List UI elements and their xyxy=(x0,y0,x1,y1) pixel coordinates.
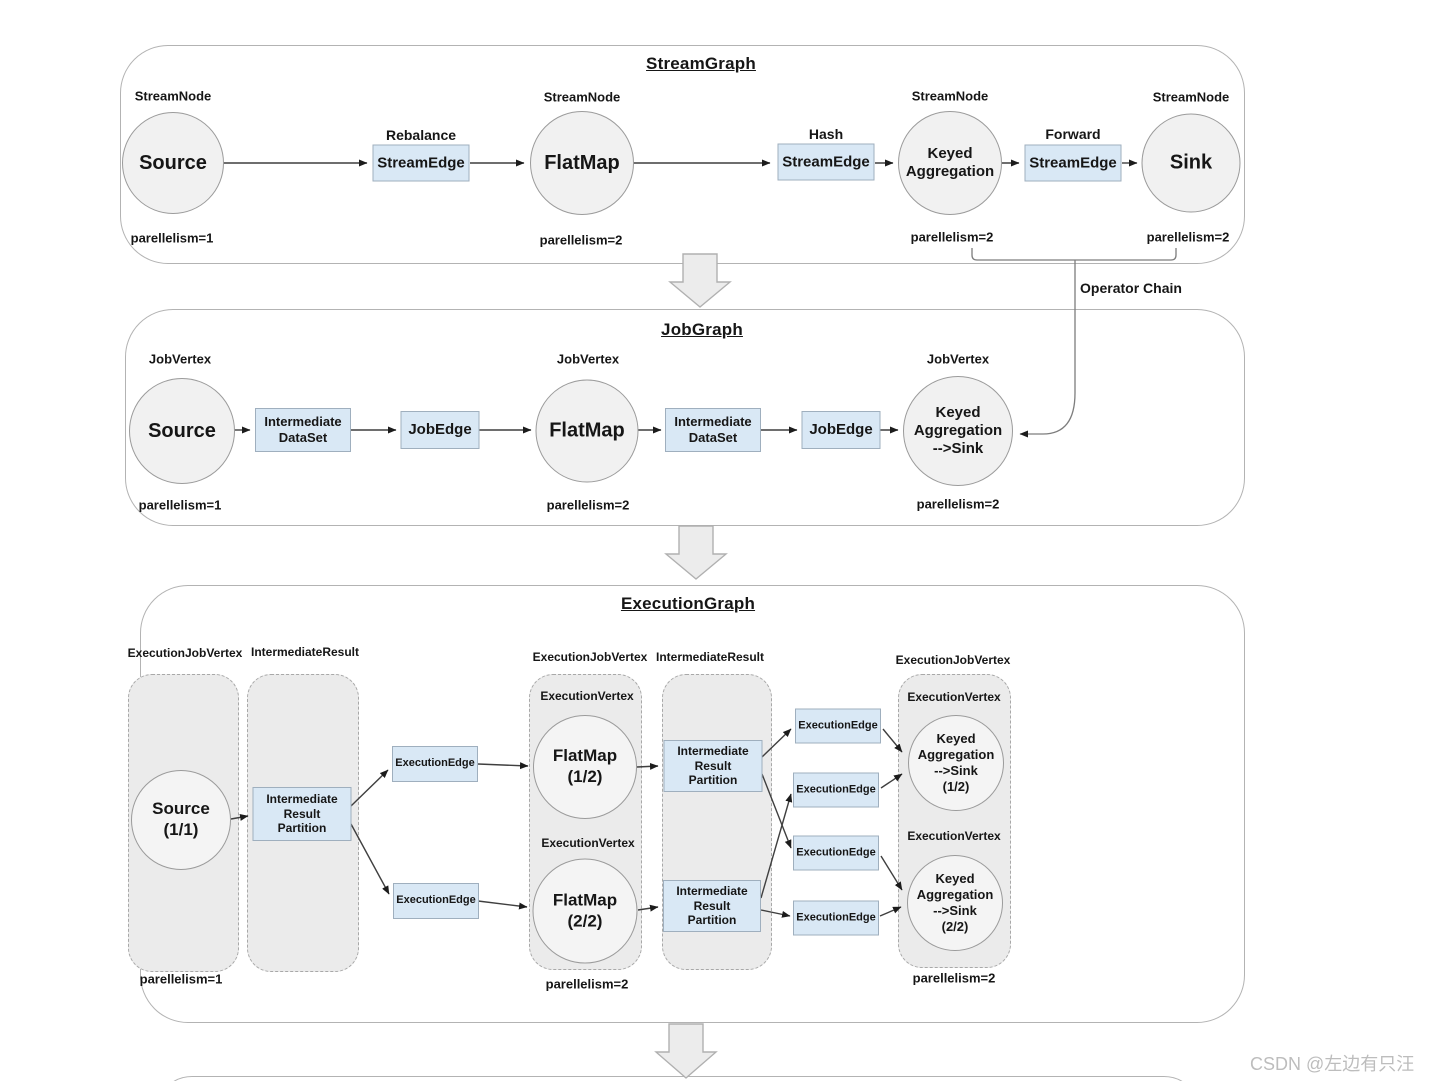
partition-strategy-label: Rebalance xyxy=(385,127,457,143)
stream-edge-label: StreamEdge xyxy=(782,153,870,170)
executiongraph-connectors xyxy=(230,728,903,918)
execution-edge-label: ExecutionEdge xyxy=(395,757,475,770)
stream-node-source: Source xyxy=(122,112,224,214)
operator-chain-label: Operator Chain xyxy=(1080,280,1182,296)
job-vertex-flatmap-label: FlatMap xyxy=(549,419,625,442)
execution-vertex-flatmap-2-label: FlatMap (2/2) xyxy=(552,890,618,930)
execution-job-vertex-label: ExecutionJobVertex xyxy=(127,646,243,660)
down-arrow-2 xyxy=(664,525,728,580)
operator-chain-curve xyxy=(1019,260,1076,438)
stream-node-flatmap: FlatMap xyxy=(530,111,634,215)
stream-node-keyed-aggregation-label: Keyed Aggregation xyxy=(905,144,995,180)
block-arrows xyxy=(654,253,732,1079)
intermediate-result-partition-label: Intermediate Result Partition xyxy=(266,792,338,836)
parallelism-label: parellelism=2 xyxy=(1146,229,1230,245)
intermediate-result-partition-label: Intermediate Result Partition xyxy=(677,744,749,788)
execution-edge-label: ExecutionEdge xyxy=(798,719,878,732)
stream-edge-box: StreamEdge xyxy=(1024,144,1122,182)
job-vertex-keyed-aggregation-sink-label: Keyed Aggregation -->Sink xyxy=(913,403,1003,458)
operator-chain-bracket xyxy=(971,248,1177,261)
execution-edge-box: ExecutionEdge xyxy=(393,883,479,919)
parallelism-label: parellelism=2 xyxy=(546,497,630,513)
job-vertex-type-label: JobVertex xyxy=(926,351,990,367)
stream-node-sink: Sink xyxy=(1141,113,1241,213)
execution-edge-box: ExecutionEdge xyxy=(795,708,881,744)
job-vertex-keyed-aggregation-sink: Keyed Aggregation -->Sink xyxy=(903,376,1013,486)
execution-vertex-ka-sink-2-label: Keyed Aggregation -->Sink (2/2) xyxy=(916,871,994,934)
execution-vertex-label: ExecutionVertex xyxy=(907,829,1001,843)
job-vertex-type-label: JobVertex xyxy=(556,351,620,367)
intermediate-dataset-label: Intermediate DataSet xyxy=(674,414,752,445)
execution-edge-label: ExecutionEdge xyxy=(396,894,476,907)
execution-vertex-ka-sink-1-label: Keyed Aggregation -->Sink (1/2) xyxy=(917,731,995,794)
executiongraph-title: ExecutionGraph xyxy=(620,594,756,613)
execution-vertex-label: ExecutionVertex xyxy=(540,689,634,703)
execution-vertex-source-label: Source (1/1) xyxy=(152,799,210,839)
stream-edge-label: StreamEdge xyxy=(377,154,465,171)
execution-vertex-ka-sink-2: Keyed Aggregation -->Sink (2/2) xyxy=(907,855,1003,951)
execution-job-vertex-label: ExecutionJobVertex xyxy=(895,653,1011,667)
intermediate-dataset-box: Intermediate DataSet xyxy=(255,408,351,452)
stream-node-type-label: StreamNode xyxy=(543,89,621,105)
job-vertex-source-label: Source xyxy=(148,419,216,442)
parallelism-label: parellelism=1 xyxy=(139,971,223,987)
job-edge-label: JobEdge xyxy=(809,421,873,438)
intermediate-result-partition-label: Intermediate Result Partition xyxy=(676,884,748,928)
job-vertex-source: Source xyxy=(129,378,235,484)
operator-chain-wire xyxy=(971,248,1177,438)
job-vertex-type-label: JobVertex xyxy=(148,351,212,367)
execution-vertex-ka-sink-1: Keyed Aggregation -->Sink (1/2) xyxy=(908,715,1004,811)
parallelism-label: parellelism=1 xyxy=(138,497,222,513)
execution-edge-label: ExecutionEdge xyxy=(796,783,876,796)
intermediate-dataset-label: Intermediate DataSet xyxy=(264,414,342,445)
intermediate-dataset-box: Intermediate DataSet xyxy=(665,408,761,452)
parallelism-label: parellelism=2 xyxy=(539,232,623,248)
down-arrow-1 xyxy=(668,253,732,308)
streamgraph-title: StreamGraph xyxy=(646,54,756,73)
execution-edge-box: ExecutionEdge xyxy=(392,746,478,782)
parallelism-label: parellelism=2 xyxy=(545,976,629,992)
stream-edge-box: StreamEdge xyxy=(372,144,470,182)
job-edge-label: JobEdge xyxy=(408,421,472,438)
parallelism-label: parellelism=2 xyxy=(916,496,1000,512)
execution-vertex-flatmap-1: FlatMap (1/2) xyxy=(533,715,637,819)
execution-edge-box: ExecutionEdge xyxy=(793,900,879,936)
parallelism-label: parellelism=2 xyxy=(910,229,994,245)
execution-vertex-flatmap-2: FlatMap (2/2) xyxy=(532,858,638,964)
jobgraph-title: JobGraph xyxy=(661,320,743,339)
job-vertex-flatmap: FlatMap xyxy=(535,379,639,483)
stream-node-keyed-aggregation: Keyed Aggregation xyxy=(898,111,1002,215)
execution-edge-label: ExecutionEdge xyxy=(796,911,876,924)
execution-edge-box: ExecutionEdge xyxy=(793,835,879,871)
stream-node-sink-label: Sink xyxy=(1169,151,1213,174)
intermediate-result-partition-box: Intermediate Result Partition xyxy=(252,787,352,841)
csdn-watermark: CSDN @左边有只汪 xyxy=(1250,1054,1415,1074)
stream-node-source-label: Source xyxy=(139,151,207,174)
execution-edge-box: ExecutionEdge xyxy=(793,772,879,808)
execution-edge-label: ExecutionEdge xyxy=(796,846,876,859)
intermediate-result-label: IntermediateResult xyxy=(655,650,765,664)
stream-edge-box: StreamEdge xyxy=(777,143,875,181)
intermediate-result-partition-box: Intermediate Result Partition xyxy=(663,880,761,932)
partition-strategy-label: Forward xyxy=(1045,126,1101,142)
job-edge-box: JobEdge xyxy=(400,411,480,449)
stream-node-type-label: StreamNode xyxy=(134,88,212,104)
stream-node-flatmap-label: FlatMap xyxy=(544,151,620,174)
stream-node-type-label: StreamNode xyxy=(1152,89,1230,105)
parallelism-label: parellelism=1 xyxy=(130,230,214,246)
job-edge-box: JobEdge xyxy=(801,411,881,449)
intermediate-result-label: IntermediateResult xyxy=(250,645,360,659)
execution-vertex-flatmap-1-label: FlatMap (1/2) xyxy=(552,746,618,786)
execution-job-vertex-label: ExecutionJobVertex xyxy=(532,650,648,664)
partition-strategy-label: Hash xyxy=(808,126,844,142)
execution-vertex-source: Source (1/1) xyxy=(131,770,231,870)
stream-edge-label: StreamEdge xyxy=(1029,154,1117,171)
down-arrow-3 xyxy=(654,1023,718,1079)
parallelism-label: parellelism=2 xyxy=(912,970,996,986)
execution-vertex-label: ExecutionVertex xyxy=(541,836,635,850)
intermediate-result-partition-box: Intermediate Result Partition xyxy=(663,740,763,792)
execution-vertex-label: ExecutionVertex xyxy=(907,690,1001,704)
stream-node-type-label: StreamNode xyxy=(911,88,989,104)
